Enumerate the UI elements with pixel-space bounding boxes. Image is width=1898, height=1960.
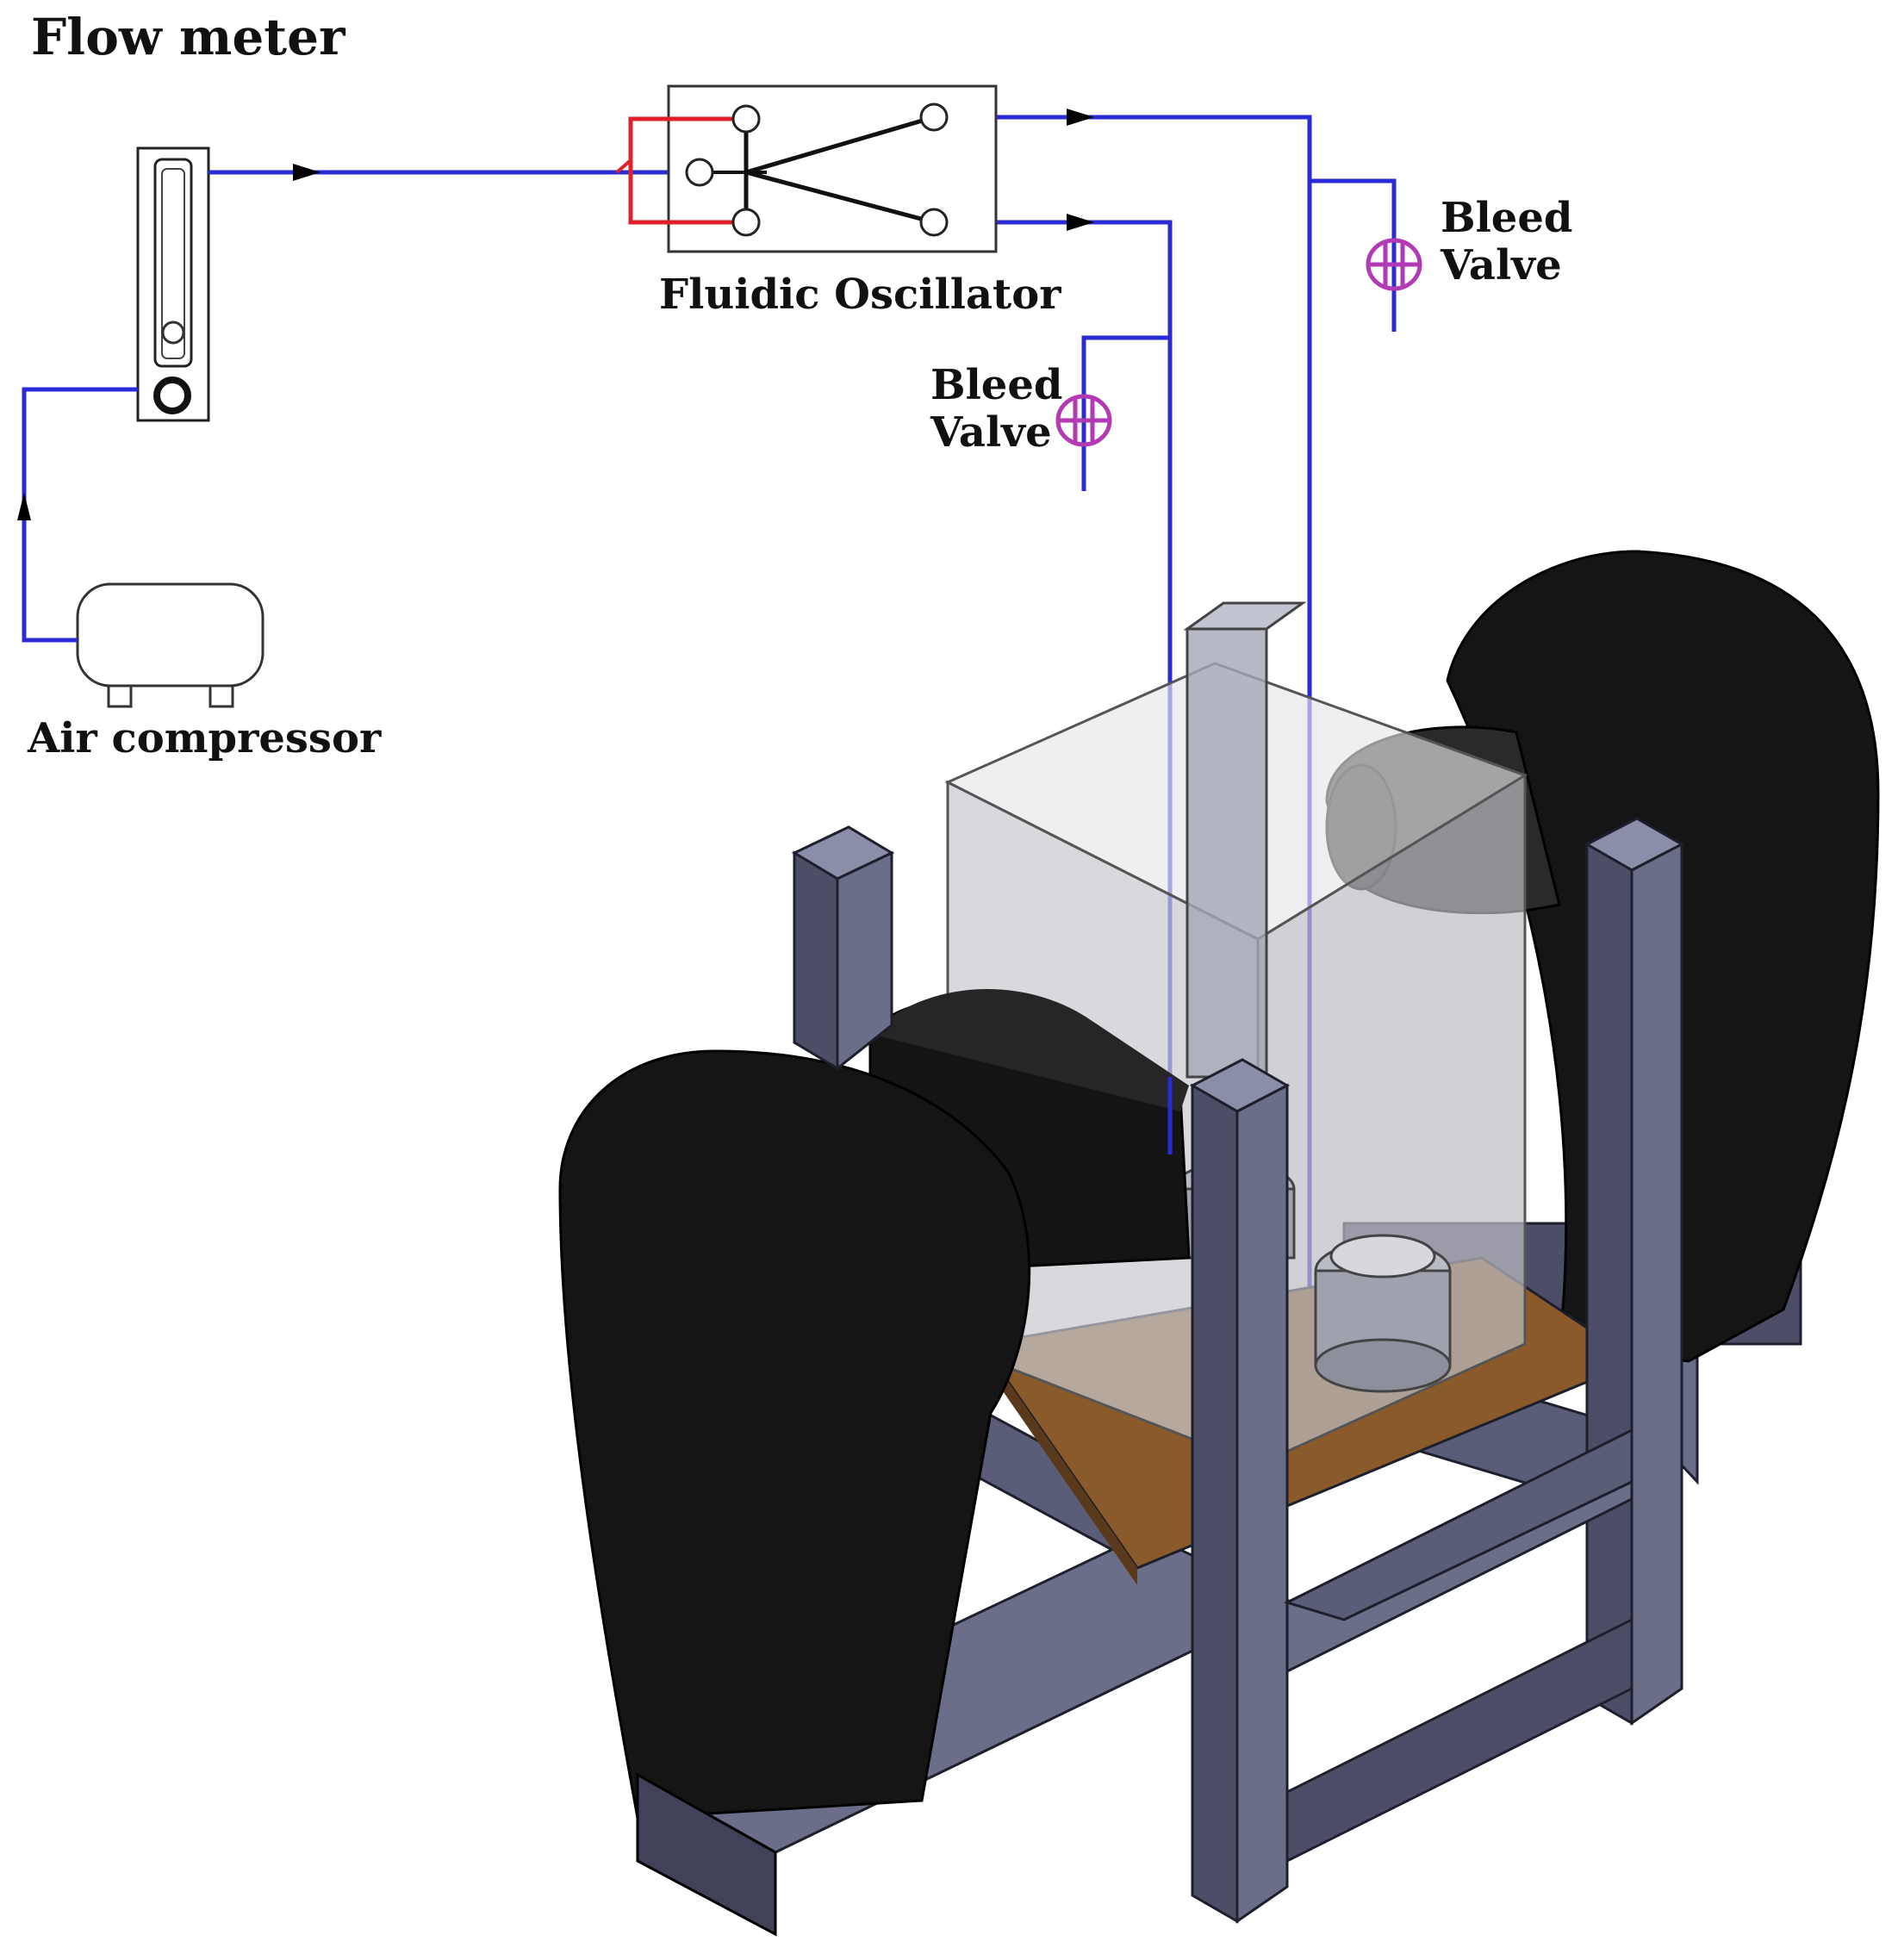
flow-arrows (17, 109, 1094, 520)
bleed-valve-label-left: Bleed Valve (930, 361, 1063, 457)
bleed-valve-icon (1366, 238, 1422, 291)
bleed-valve-label-right: Bleed Valve (1441, 194, 1573, 290)
flow-meter-label: Flow meter (31, 8, 345, 66)
bleed-valve-label-line2: Valve (1441, 241, 1562, 290)
fluidic-oscillator-label: Fluidic Oscillator (659, 271, 1061, 319)
speaker-icon (558, 988, 1191, 1937)
fluidic-oscillator-icon (615, 84, 998, 253)
bleed-valve-label-line2: Valve (930, 408, 1052, 457)
bleed-valve-label-line1: Bleed (930, 361, 1063, 409)
air-compressor-label: Air compressor (28, 714, 382, 762)
bleed-valve-icon (1055, 394, 1112, 447)
air-compressor-icon (76, 582, 264, 708)
flow-meter-icon (136, 146, 210, 422)
support-frame-icon (791, 817, 1685, 1924)
bleed-valve-label-line1: Bleed (1441, 194, 1573, 242)
